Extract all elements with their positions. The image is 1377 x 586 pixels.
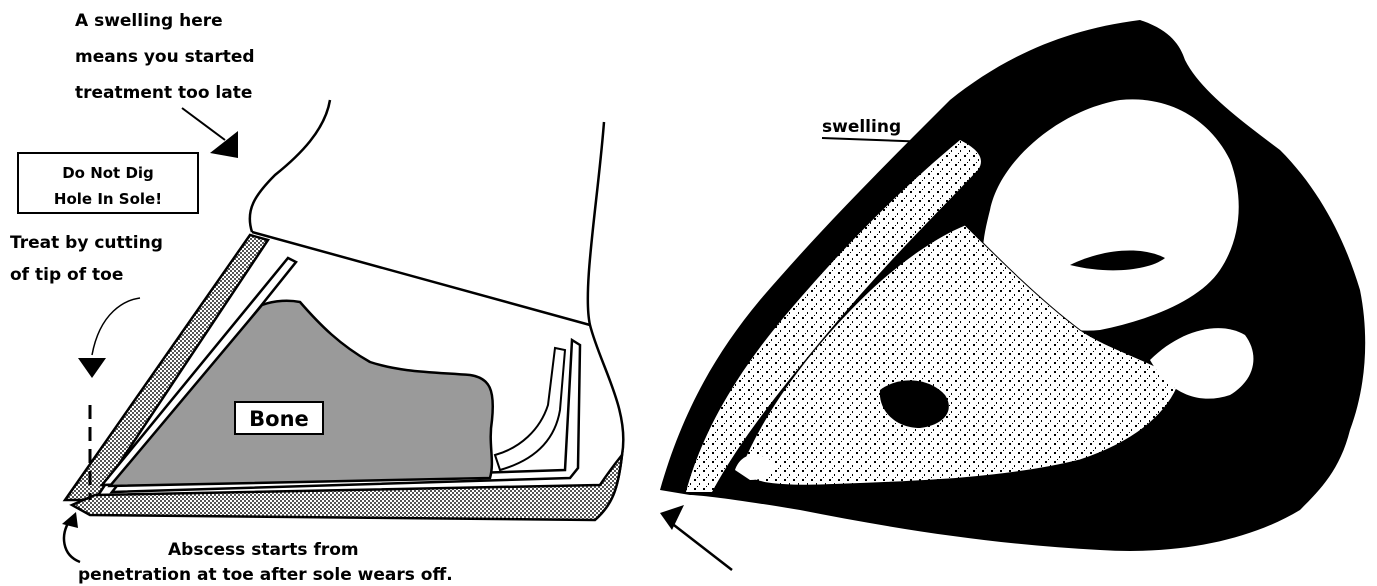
swelling-label: swelling [822, 117, 901, 137]
abscess-long-arrow-line [670, 522, 732, 570]
treat-line1: Treat by cutting [10, 233, 163, 253]
warning-line2: Hole In Sole! [54, 190, 162, 208]
pastern-outline [250, 100, 330, 232]
abscess-line2: penetration at toe after sole wears off. [78, 565, 453, 585]
abscess-curve-arrow-head [62, 512, 78, 528]
swelling-note-line2: means you started [75, 47, 255, 67]
hoof-section-photo [660, 20, 1365, 551]
warning-line1: Do Not Dig [62, 164, 154, 182]
abscess-line1: Abscess starts from [168, 540, 359, 560]
abscess-long-arrow-head [660, 505, 684, 530]
cut-arrow-head [78, 358, 106, 378]
rear-channel [495, 348, 565, 470]
top-note-arrow-line [182, 108, 225, 140]
treat-line2: of tip of toe [10, 265, 123, 285]
swelling-note-line3: treatment too late [75, 83, 252, 103]
cut-arrow-curve [92, 298, 140, 355]
bone-label: Bone [249, 407, 309, 431]
heel-outline [588, 122, 624, 515]
swelling-note-line1: A swelling here [75, 11, 223, 31]
top-note-arrow-head [210, 131, 238, 158]
